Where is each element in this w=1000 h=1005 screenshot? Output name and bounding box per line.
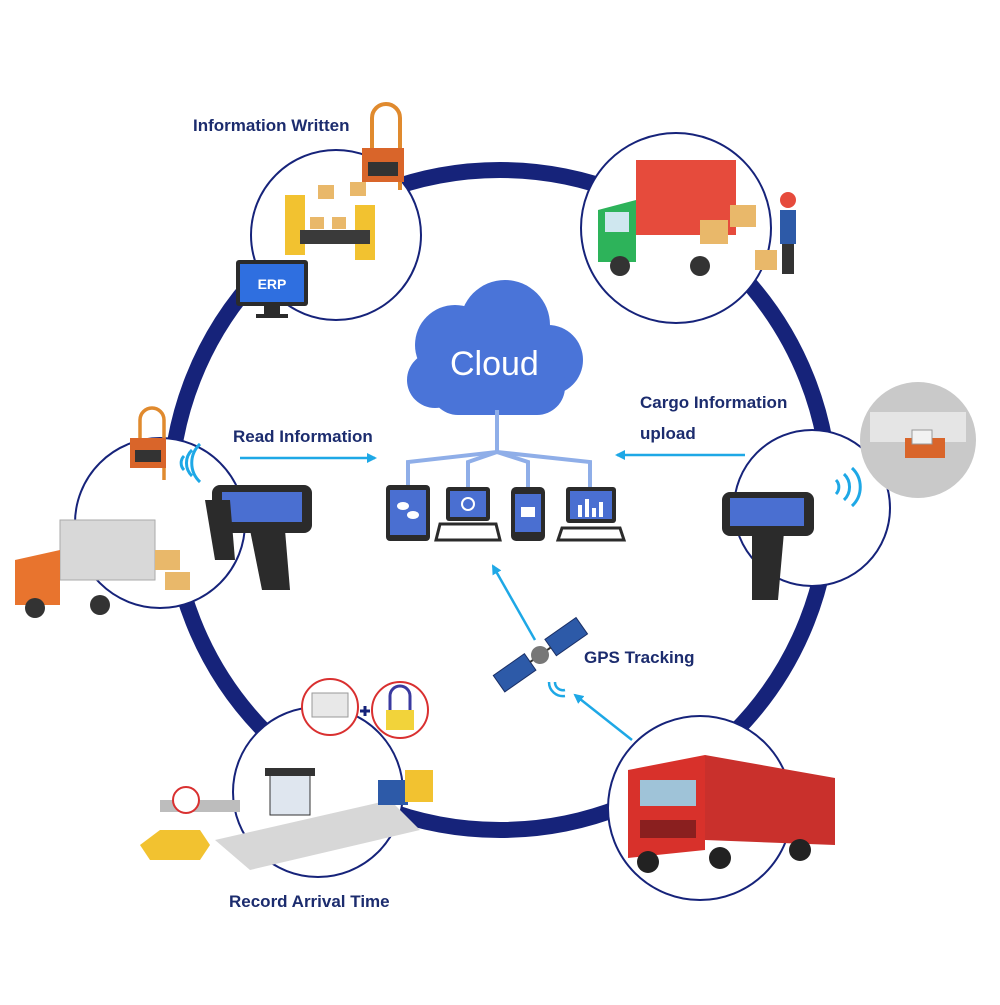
cloud-connectors [406, 410, 592, 487]
erp-monitor-icon: ERP [236, 260, 308, 318]
cargo-information-label-line2: upload [640, 424, 696, 443]
wifi-signal-right-icon [834, 466, 862, 508]
satellite-signal-icon [547, 681, 566, 698]
delivery-node [580, 132, 796, 324]
phone-icon [511, 487, 545, 541]
scanner-truck-node [15, 437, 246, 618]
rfid-reader-icon [301, 678, 359, 736]
wifi-signal-left-icon [179, 442, 202, 484]
cargo-information-label-line1: Cargo Information [640, 393, 788, 412]
read-information-label: Read Information [233, 427, 373, 446]
information-written-label: Information Written [193, 116, 350, 135]
handheld-scanner-left-icon [205, 485, 312, 590]
cloud-label: Cloud [450, 345, 539, 383]
gate-node [140, 706, 433, 878]
laptop-icon [434, 487, 502, 542]
tablet-icon [386, 485, 430, 541]
gps-tracking-label: GPS Tracking [584, 648, 695, 667]
cloud-icon [407, 280, 583, 415]
lock-tag-left-icon [130, 406, 166, 480]
plus-icon [360, 706, 370, 716]
red-truck-node [607, 715, 835, 901]
truck-to-satellite-arrow [573, 693, 633, 741]
lock-tag-top-icon [362, 102, 404, 190]
scanner-right-node [722, 429, 891, 600]
container-lock-photo-icon [860, 382, 976, 498]
satellite-icon [492, 616, 589, 693]
satellite-to-devices-arrow [491, 564, 537, 641]
desktop-monitor-icon [555, 487, 627, 542]
erp-text: ERP [258, 276, 287, 292]
padlock-seal-icon [371, 681, 429, 739]
record-arrival-time-label: Record Arrival Time [229, 892, 390, 911]
